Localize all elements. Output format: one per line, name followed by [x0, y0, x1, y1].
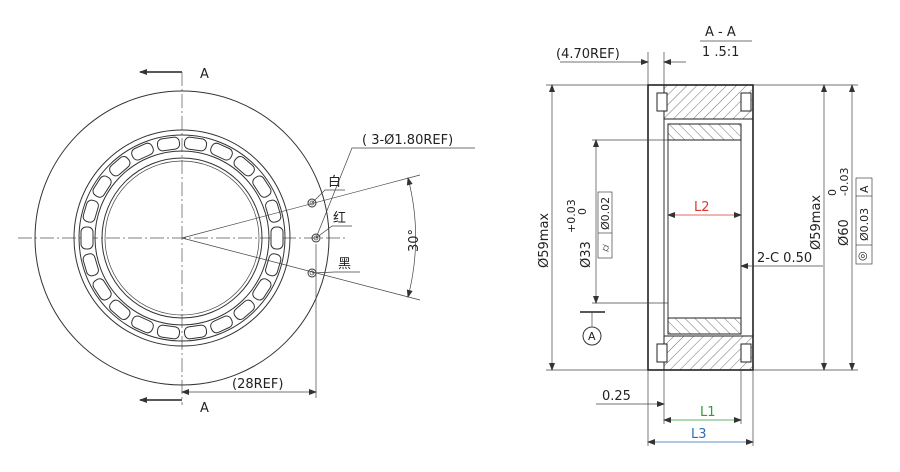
- datum-ref: A: [858, 185, 871, 193]
- outer-dia: Ø60: [837, 219, 852, 246]
- roller: [233, 299, 255, 320]
- roller-set: [80, 136, 284, 340]
- front-view: 30° ( 3-Ø1.80REF) 白 红 黑 A A (28REF): [18, 67, 475, 416]
- roller: [265, 253, 282, 277]
- top-ref-label: (4.70REF): [556, 47, 620, 62]
- outer-tol-upper: 0: [826, 189, 839, 196]
- roller: [265, 199, 282, 223]
- concentricity-value: Ø0.03: [858, 208, 871, 241]
- roller: [109, 299, 131, 320]
- l2-label: L2: [694, 200, 710, 215]
- width-ref-label: (28REF): [232, 377, 283, 392]
- roller: [131, 142, 154, 161]
- datum-circle: [582, 326, 602, 346]
- section-scale: 1 .5:1: [702, 45, 739, 60]
- roller: [82, 253, 99, 277]
- bore-tol-upper: +0.03: [565, 199, 578, 233]
- angle-line-upper: [181, 174, 421, 239]
- section-title: A - A: [705, 25, 736, 40]
- wire-red-label: 红: [333, 210, 346, 226]
- roller: [252, 175, 272, 198]
- outer-dia-max-left: Ø59max: [537, 213, 552, 268]
- roller: [80, 226, 94, 250]
- bore-tol-lower: 0: [576, 208, 589, 215]
- roller: [252, 278, 272, 301]
- section-mark-bottom: A: [200, 401, 209, 416]
- bottom-bearing-hatch: [663, 335, 754, 371]
- hole-callout-leader: [315, 147, 475, 239]
- l3-label: L3: [691, 427, 707, 442]
- roller: [82, 199, 99, 223]
- section-view: A - A 1 .5:1 (4.70REF) Ø59max: [537, 25, 873, 446]
- roller: [233, 156, 255, 177]
- bore-dia: Ø33: [579, 241, 594, 268]
- roller: [92, 278, 112, 301]
- roller: [156, 136, 181, 152]
- roller: [92, 175, 112, 198]
- bearing-inner-outer-circle: [94, 150, 270, 326]
- l1-label: L1: [700, 405, 716, 420]
- bore-inner-edge-circle: [104, 160, 260, 316]
- cylindricity-symbol: ⌭: [599, 244, 612, 252]
- angle-arc: [406, 177, 417, 298]
- bearing-outer-circle: [73, 129, 291, 347]
- wire-white-label: 白: [328, 174, 341, 190]
- outer-tol-lower: -0.03: [838, 168, 851, 196]
- section-mark-top: A: [200, 67, 209, 82]
- chamfer-label: 2-C 0.50: [757, 251, 812, 266]
- concentricity-frame[interactable]: [855, 177, 873, 265]
- bottom-seal-right: [740, 343, 752, 363]
- red-leader: [315, 225, 352, 239]
- hole-red: [311, 233, 321, 243]
- black-leader: [311, 271, 360, 274]
- top-bearing-hatch: [663, 84, 754, 120]
- cylindricity-frame[interactable]: [597, 191, 613, 259]
- white-leader: [311, 189, 345, 204]
- roller: [109, 156, 131, 177]
- hole-red-inner: [313, 235, 319, 241]
- angle-line-lower: [181, 237, 421, 301]
- top-seal-right: [740, 92, 752, 112]
- hole-white: [307, 198, 317, 208]
- bottom-inner-ring-hatch: [667, 317, 742, 335]
- roller: [183, 324, 208, 340]
- concentricity-symbol: ◎: [858, 249, 868, 262]
- roller: [210, 315, 233, 334]
- angle-label: 30°: [407, 229, 422, 252]
- bore-circle: [101, 157, 263, 319]
- roller: [131, 315, 154, 334]
- bearing-outer-inner-circle: [78, 134, 286, 342]
- offset-label: 0.25: [602, 389, 631, 404]
- top-seal-left: [656, 92, 668, 112]
- roller: [270, 226, 284, 250]
- wire-black-label: 黑: [338, 257, 351, 272]
- datum-label: A: [588, 330, 596, 343]
- cylindricity-value: Ø0.02: [599, 197, 612, 230]
- roller: [210, 142, 233, 161]
- roller: [183, 136, 208, 152]
- top-inner-ring-hatch: [667, 123, 742, 141]
- outer-dia-max-right: Ø59max: [809, 195, 824, 250]
- bottom-seal-left: [656, 343, 668, 363]
- roller: [156, 324, 181, 340]
- hole-callout: ( 3-Ø1.80REF): [362, 133, 453, 148]
- outer-ring-circle: [34, 90, 330, 386]
